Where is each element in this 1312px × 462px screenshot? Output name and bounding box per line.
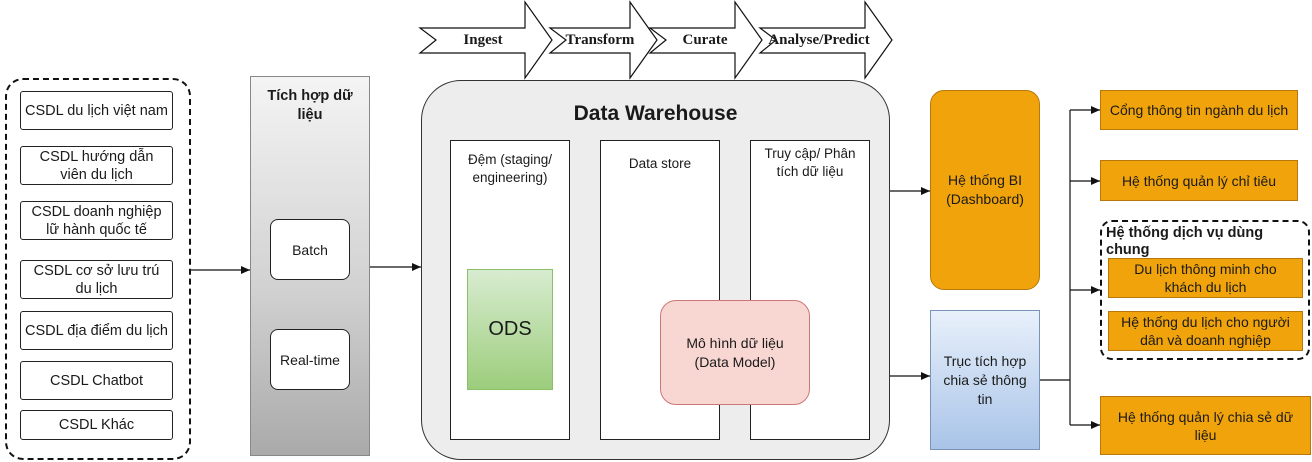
data-model-box: Mô hình dữ liệu (Data Model) — [660, 300, 810, 405]
data-store-label: Data store — [628, 156, 692, 171]
stage-analyse-predict: Analyse/Predict — [768, 32, 870, 48]
shared-services-title: Hệ thống dịch vụ dùng chung — [1106, 225, 1264, 258]
staging-layer-label: Đệm (staging/ engineering) — [467, 152, 553, 185]
analyse-arrow — [758, 0, 893, 80]
ingest-arrow — [418, 0, 553, 80]
bi-system-box: Hệ thống BI (Dashboard) — [930, 90, 1040, 290]
source-db-accommodation: CSDL cơ sở lưu trú du lịch — [20, 260, 173, 299]
smart-tourism-box: Du lịch thông minh cho khách du lịch — [1108, 258, 1303, 298]
data-warehouse-title: Data Warehouse — [573, 102, 738, 125]
stage-ingest: Ingest — [463, 32, 503, 48]
source-databases-group — [5, 78, 191, 460]
tourism-portal-box: Cổng thông tin ngành du lịch — [1100, 90, 1298, 130]
source-db-vietnam-tourism: CSDL du lịch việt nam — [20, 91, 173, 130]
source-db-travel-companies: CSDL doanh nghiệp lữ hành quốc tế — [20, 201, 173, 240]
realtime-mode-box: Real-time — [270, 329, 350, 390]
citizen-business-tourism-box: Hệ thống du lịch cho người dân và doanh … — [1108, 311, 1303, 351]
kpi-management-box: Hệ thống quản lý chỉ tiêu — [1100, 160, 1298, 201]
source-db-chatbot: CSDL Chatbot — [20, 361, 173, 400]
curate-arrow — [648, 0, 763, 80]
batch-mode-box: Batch — [270, 219, 350, 280]
data-sharing-management-box: Hệ thống quản lý chia sẻ dữ liệu — [1100, 396, 1311, 455]
info-sharing-hub: Trục tích hợp chia sẻ thông tin — [930, 310, 1040, 450]
pipeline-arrows — [418, 0, 893, 80]
stage-transform: Transform — [565, 32, 635, 48]
transform-arrow — [548, 0, 658, 80]
source-db-other: CSDL Khác — [20, 410, 173, 440]
stage-curate: Curate — [682, 32, 728, 48]
data-integration-title: Tích hợp dữ liệu — [267, 88, 353, 123]
source-db-destinations: CSDL địa điểm du lịch — [20, 311, 173, 350]
access-analysis-label: Truy cập/ Phân tích dữ liệu — [764, 146, 856, 179]
source-db-tour-guides: CSDL hướng dẫn viên du lịch — [20, 146, 173, 185]
shared-services-group — [1100, 220, 1310, 360]
ods-box: ODS — [467, 269, 553, 390]
